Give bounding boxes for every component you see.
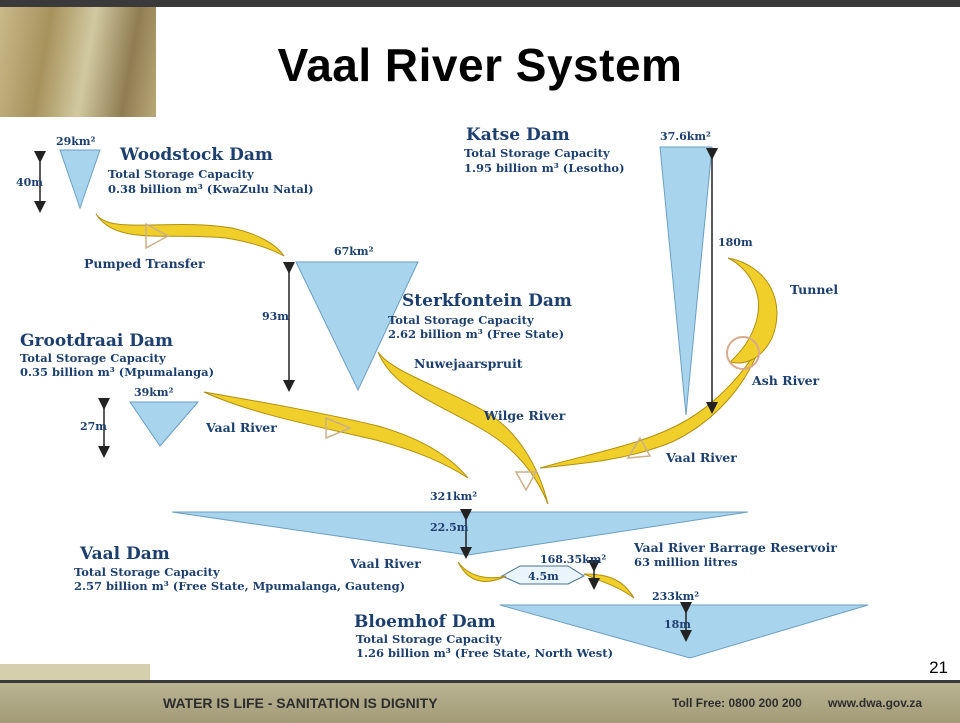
woodstock-reservoir-shape [59,149,101,210]
nuwejaarspruit-river [377,351,549,505]
barrage-area: 168.35km² [540,553,606,566]
nuwejaarspruit-arrow [514,471,538,492]
bloemhof-height: 18m [664,618,691,631]
katse-reservoir-shape [659,146,713,416]
sterkfontein-capacity-label: Total Storage Capacity [388,313,534,327]
sterkfontein-height: 93m [262,310,289,323]
ash-river-label: Ash River [751,373,820,388]
tunnel-river [727,257,778,364]
vaal-dam-outflow-river [457,561,507,582]
grootdraai-reservoir-shape [129,401,200,447]
katse-area: 37.6km² [660,130,711,143]
grootdraai-area: 39km² [134,386,174,399]
grootdraai-dam-name: Grootdraai Dam [20,331,173,351]
pumped-transfer-arrow [145,222,170,250]
barrage-reservoir-shape [500,565,586,585]
footer-toll-free: Toll Free: 0800 200 200 [672,696,802,710]
bloemhof-dam-name: Bloemhof Dam [354,612,496,632]
barrage-height: 4.5m [528,570,559,583]
grootdraai-capacity-label: Total Storage Capacity [20,351,166,365]
page-number: 21 [929,658,948,677]
nuwejaarspruit-label: Nuwejaarspruit [414,356,523,371]
katse-dam-name: Katse Dam [466,125,570,145]
sterkfontein-capacity-value: 2.62 billion m³ (Free State) [388,327,564,341]
sterkfontein-reservoir-shape [295,261,419,392]
header-photo [0,7,156,117]
sterkfontein-dam-name: Sterkfontein Dam [402,291,572,311]
barrage-capacity: 63 million litres [634,555,738,569]
woodstock-dam-name: Woodstock Dam [119,145,273,165]
grootdraai-vaal-river [203,391,469,479]
footer-website: www.dwa.gov.za [828,696,923,710]
woodstock-area: 29km² [56,135,96,148]
bloemhof-capacity-value: 1.26 billion m³ (Free State, North West) [356,646,613,660]
vaal-dam-outflow-label: Vaal River [349,556,421,571]
vaal-dam-name: Vaal Dam [79,544,170,564]
bloemhof-area: 233km² [652,590,699,603]
tunnel-label: Tunnel [790,282,838,297]
wilge-river-label: Wilge River [483,408,566,423]
katse-vaal-river-label: Vaal River [665,450,737,465]
katse-capacity-value: 1.95 billion m³ (Lesotho) [464,161,625,175]
vaal-dam-area: 321km² [430,490,477,503]
top-bar [0,0,960,7]
woodstock-capacity-label: Total Storage Capacity [108,167,254,181]
vaal-dam-height: 22.5m [430,521,469,534]
woodstock-height: 40m [16,176,43,189]
footer-photo-strip [0,664,150,680]
grootdraai-height: 27m [80,420,107,433]
sterkfontein-area: 67km² [334,245,374,258]
vaal-dam-capacity-label: Total Storage Capacity [74,565,220,579]
footer-bar: WATER IS LIFE - SANITATION IS DIGNITY To… [0,680,960,723]
pumped-transfer-river [95,213,285,257]
tunnel-outlet [726,336,760,370]
barrage-outflow-river [583,573,635,599]
grootdraai-vaal-river-label: Vaal River [205,420,277,435]
woodstock-capacity-value: 0.38 billion m³ (KwaZulu Natal) [108,182,314,196]
grootdraai-capacity-value: 0.35 billion m³ (Mpumalanga) [20,365,214,379]
ash-vaal-arrow [626,436,652,459]
katse-height: 180m [718,236,753,249]
vaal-dam-capacity-value: 2.57 billion m³ (Free State, Mpumalanga,… [74,579,405,593]
grootdraai-vaal-arrow [325,416,352,440]
bloemhof-capacity-label: Total Storage Capacity [356,632,502,646]
footer-slogan: WATER IS LIFE - SANITATION IS DIGNITY [163,695,438,711]
pumped-transfer-label: Pumped Transfer [84,256,205,271]
slide-title: Vaal River System [277,39,683,91]
vaal-river-system-diagram: 29km² 40m Woodstock Dam Total Storage Ca… [16,125,869,660]
barrage-name: Vaal River Barrage Reservoir [633,540,837,555]
katse-capacity-label: Total Storage Capacity [464,146,610,160]
